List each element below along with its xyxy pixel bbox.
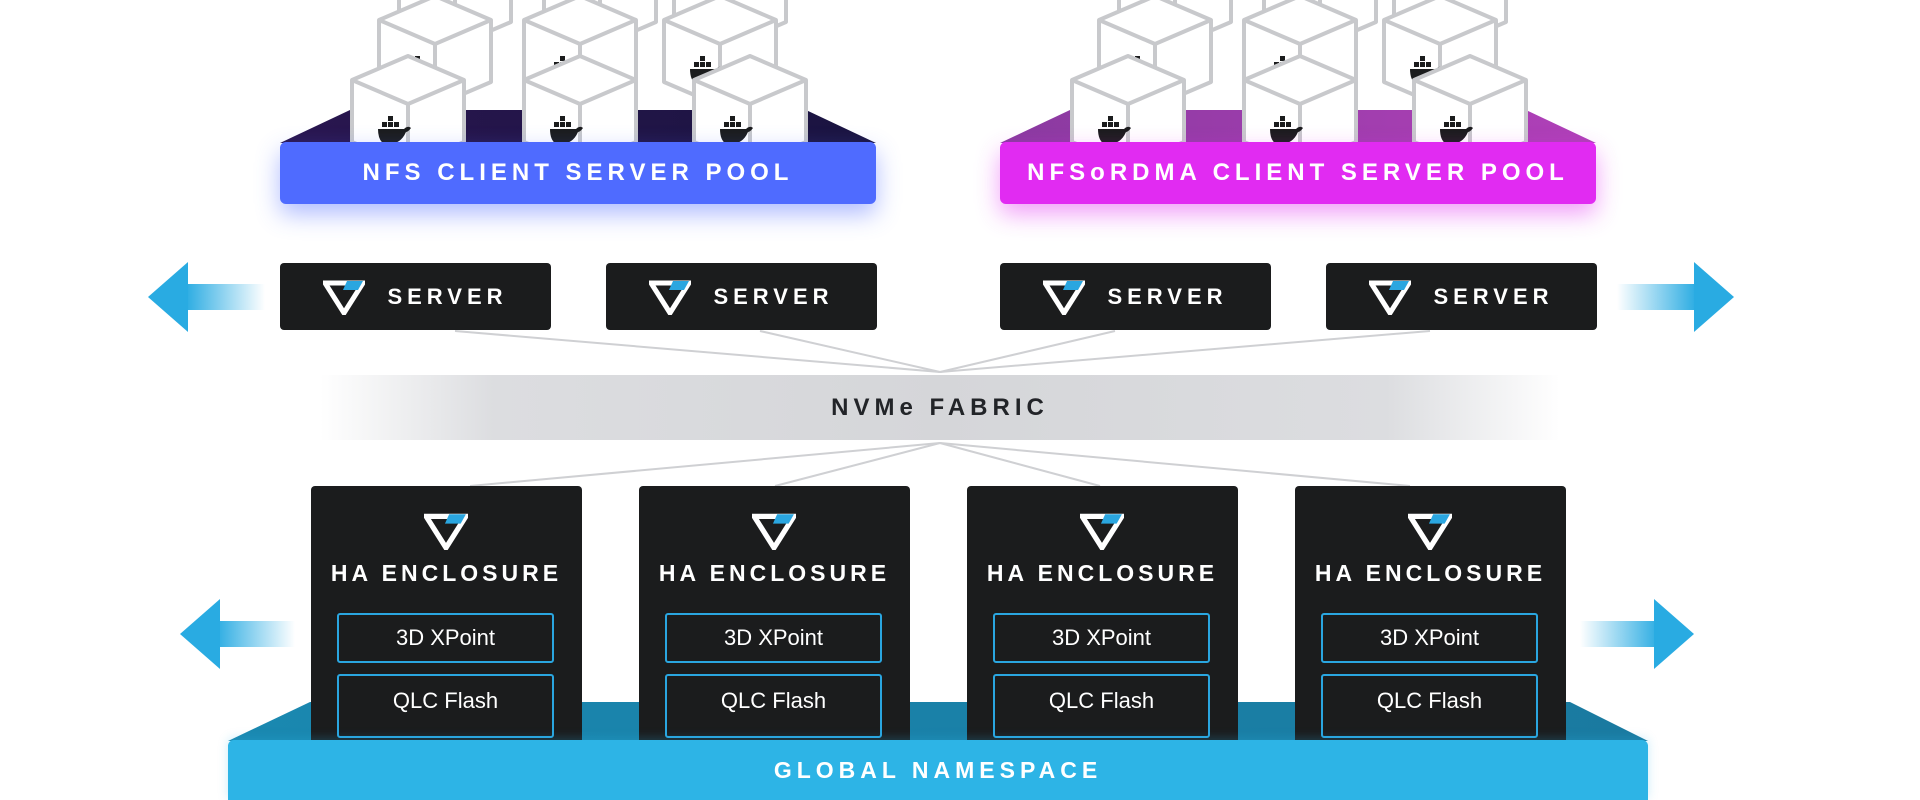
- tier-3d-xpoint: 3D XPoint: [993, 613, 1210, 663]
- vast-logo-icon: [752, 513, 796, 550]
- tier-3d-xpoint: 3D XPoint: [1321, 613, 1538, 663]
- vast-logo-icon: [649, 280, 692, 315]
- vast-logo-icon: [1080, 513, 1124, 550]
- enclosure-title: HA ENCLOSURE: [330, 560, 563, 586]
- tier-3d-xpoint: 3D XPoint: [337, 613, 554, 663]
- tier-qlc-flash: QLC Flash: [1321, 674, 1538, 738]
- arrow-icon-right-top: [1617, 262, 1734, 332]
- nfs-pool-label: NFS CLIENT SERVER POOL: [362, 159, 794, 186]
- enclosure-title: HA ENCLOSURE: [986, 560, 1219, 586]
- fabric-enclosure-lines: [469, 442, 1411, 487]
- server-label: SERVER: [387, 283, 508, 309]
- server-fabric-lines: [454, 330, 1431, 373]
- tier-qlc-flash: QLC Flash: [993, 674, 1210, 738]
- server-box-4: SERVER: [1326, 263, 1597, 330]
- tier-qlc-flash: QLC Flash: [665, 674, 882, 738]
- nfs-client-server-pool: NFS CLIENT SERVER POOL: [280, 142, 876, 204]
- server-label: SERVER: [713, 283, 834, 309]
- tier-3d-xpoint: 3D XPoint: [665, 613, 882, 663]
- arrow-icon-right-bottom: [1580, 599, 1694, 669]
- server-label: SERVER: [1107, 283, 1228, 309]
- ha-enclosure-3: HA ENCLOSURE 3D XPoint QLC Flash: [967, 486, 1238, 752]
- server-box-2: SERVER: [606, 263, 877, 330]
- global-namespace: GLOBAL NAMESPACE: [228, 740, 1648, 800]
- arrow-icon-left-bottom: [180, 599, 295, 669]
- vast-logo-icon: [424, 513, 468, 550]
- ha-enclosure-2: HA ENCLOSURE 3D XPoint QLC Flash: [639, 486, 910, 752]
- vast-logo-icon: [1408, 513, 1452, 550]
- server-box-3: SERVER: [1000, 263, 1271, 330]
- ha-enclosure-4: HA ENCLOSURE 3D XPoint QLC Flash: [1295, 486, 1566, 752]
- tier-qlc-flash: QLC Flash: [337, 674, 554, 738]
- nfsordma-client-server-pool: NFSoRDMA CLIENT SERVER POOL: [1000, 142, 1596, 204]
- rdma-pool-label: NFSoRDMA CLIENT SERVER POOL: [1027, 159, 1569, 186]
- nvme-fabric: NVMe FABRIC: [320, 375, 1560, 440]
- vast-logo-icon: [1369, 280, 1412, 315]
- enclosure-title: HA ENCLOSURE: [658, 560, 891, 586]
- server-box-1: SERVER: [280, 263, 551, 330]
- server-label: SERVER: [1433, 283, 1554, 309]
- vast-logo-icon: [1043, 280, 1086, 315]
- namespace-label: GLOBAL NAMESPACE: [773, 756, 1103, 783]
- vast-logo-icon: [323, 280, 366, 315]
- ha-enclosure-1: HA ENCLOSURE 3D XPoint QLC Flash: [311, 486, 582, 752]
- namespace-shelf: [228, 702, 1648, 741]
- fabric-label: NVMe FABRIC: [831, 393, 1049, 421]
- arrow-icon-left-top: [148, 262, 265, 332]
- enclosure-title: HA ENCLOSURE: [1314, 560, 1547, 586]
